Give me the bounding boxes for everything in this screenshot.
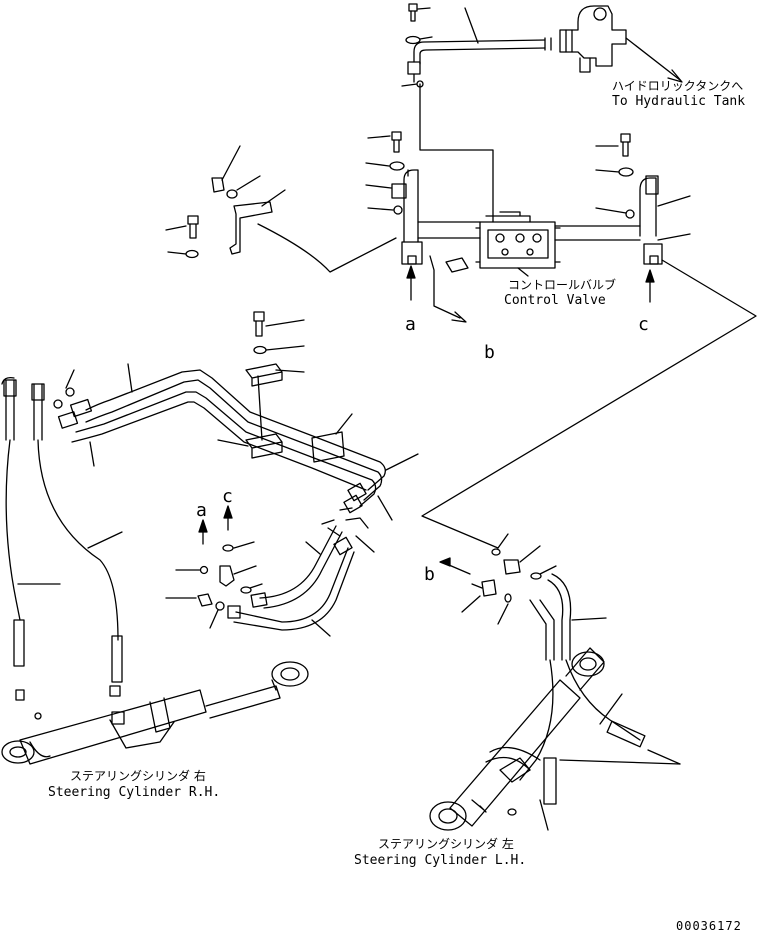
bolt-icon bbox=[253, 311, 265, 337]
marker-a-mid: a bbox=[196, 500, 207, 521]
washer-icon bbox=[618, 167, 634, 177]
bolt-icon bbox=[187, 215, 199, 239]
clamp-icon bbox=[391, 183, 407, 199]
pipe-fitting-left bbox=[53, 387, 93, 429]
clamp-icon bbox=[245, 363, 283, 387]
control-valve-label-jp: コントロールバルブ bbox=[508, 277, 616, 292]
bolt-icon bbox=[620, 133, 631, 157]
marker-b-top: b bbox=[484, 342, 495, 363]
clamp-icon bbox=[407, 61, 421, 75]
steering-pipe-assembly bbox=[53, 311, 419, 553]
tank-return-group: ハイドロリックタンクへ To Hydraulic Tank bbox=[401, 3, 745, 223]
cylinder-rh-label-en: Steering Cylinder R.H. bbox=[48, 785, 220, 800]
hose-upper bbox=[259, 525, 343, 609]
left-port-group: a b bbox=[365, 131, 495, 363]
marker-c-top: c bbox=[638, 314, 649, 335]
washer-icon bbox=[253, 345, 267, 355]
marker-b-bottom: b bbox=[424, 564, 435, 585]
steering-cylinder-rh: ステアリングシリンダ 右 Steering Cylinder R.H. bbox=[1, 376, 309, 800]
cylinder-rh-label-jp: ステアリングシリンダ 右 bbox=[70, 768, 206, 783]
marker-c-mid: c bbox=[222, 486, 233, 507]
bolt-icon bbox=[408, 3, 418, 22]
cylinder-lh-label-en: Steering Cylinder L.H. bbox=[354, 853, 526, 868]
hydraulic-tank-label-en: To Hydraulic Tank bbox=[612, 94, 745, 109]
right-port-pipe bbox=[639, 177, 657, 237]
drawing-number: 00036172 bbox=[676, 919, 742, 933]
bolt-icon bbox=[391, 131, 402, 153]
washer-icon bbox=[405, 35, 421, 45]
control-valve: コントロールバルブ Control Valve bbox=[475, 211, 616, 308]
right-port-group: c bbox=[421, 133, 757, 549]
tank-pipe bbox=[413, 39, 546, 65]
washer-icon bbox=[389, 161, 405, 171]
center-hose-group: a c bbox=[165, 486, 355, 637]
steering-cylinder-lh: b ステアリングシリンダ 左 bbox=[354, 533, 681, 868]
cylinder-lh-label-jp: ステアリングシリンダ 左 bbox=[378, 836, 514, 851]
bracket-group bbox=[165, 145, 397, 273]
pipe-fitting-right bbox=[343, 482, 367, 514]
tank-elbow-fitting bbox=[559, 5, 627, 73]
control-valve-label-en: Control Valve bbox=[504, 293, 606, 308]
marker-a-top: a bbox=[405, 314, 416, 335]
hydraulic-tank-label-jp: ハイドロリックタンクへ bbox=[612, 79, 743, 93]
left-port-pipe bbox=[403, 169, 419, 243]
